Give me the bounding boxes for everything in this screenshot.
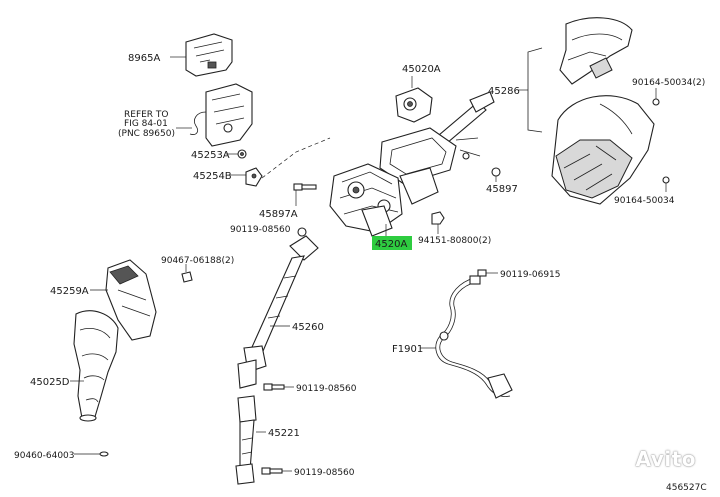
label-45025d: 45025D [30, 377, 70, 388]
label-90119-06915: 90119-06915 [500, 270, 561, 280]
label-4520a: 4520A [375, 239, 407, 250]
watermark-text: Avito [635, 447, 696, 471]
label-f1901: F1901 [392, 344, 423, 355]
label-90119-08560-bottom: 90119-08560 [294, 468, 355, 478]
switch-assembly-part [189, 83, 253, 147]
steering-lock-computer-part [185, 33, 233, 77]
bracket-45020a-part [395, 76, 433, 123]
column-cover-lower-45286 [551, 95, 655, 205]
lower-shaft-45221 [235, 395, 266, 485]
label-45259a: 45259A [50, 286, 89, 297]
figure-code-label: 456527C [666, 483, 707, 493]
bolt-90119-06915 [477, 269, 498, 277]
intermediate-shaft-45260 [237, 227, 319, 389]
avito-watermark: Avito [636, 447, 696, 471]
label-90460-64003: 90460-64003 [14, 451, 75, 461]
label-45897a: 45897A [259, 209, 298, 220]
label-90119-08560-top: 90119-08560 [230, 225, 291, 235]
label-45260: 45260 [292, 322, 324, 333]
bolt-45897a [293, 183, 317, 206]
label-90467-06188-2: 90467-06188(2) [161, 256, 234, 266]
clip-90467 [181, 264, 193, 283]
label-refer-line1: REFER TO [124, 110, 169, 120]
label-45253a: 45253A [191, 150, 230, 161]
steering-column-assembly-part [329, 91, 495, 238]
label-90164-50034: 90164-50034 [614, 196, 675, 206]
nut-45897 [491, 167, 501, 182]
wire-harness-f1901 [420, 275, 513, 399]
label-90164-50034-2: 90164-50034(2) [632, 78, 705, 88]
nut-94151 [431, 211, 445, 234]
screw-45253a [226, 149, 247, 159]
label-94151-80800-2: 94151-80800(2) [418, 236, 491, 246]
dust-boot-45025d [70, 310, 119, 422]
column-cover-upper-45286 [559, 17, 633, 85]
label-45254b: 45254B [193, 171, 232, 182]
label-refer-line2: FIG 84-01 [124, 119, 168, 129]
label-8965a: 8965A [128, 53, 160, 64]
bolt-90119-mid [263, 383, 294, 391]
label-45221: 45221 [268, 428, 300, 439]
hole-cover-45259a [90, 259, 157, 341]
label-45020a: 45020A [402, 64, 441, 75]
bracket-45254b [230, 167, 263, 187]
highlight-4520a [372, 236, 412, 250]
label-45897: 45897 [486, 184, 518, 195]
label-refer-line3: (PNC 89650) [118, 129, 175, 139]
label-90119-08560-mid: 90119-08560 [296, 384, 357, 394]
clamp-90460 [74, 451, 109, 457]
bolt-90119-bottom [261, 467, 292, 475]
label-45286: 45286 [488, 86, 520, 97]
